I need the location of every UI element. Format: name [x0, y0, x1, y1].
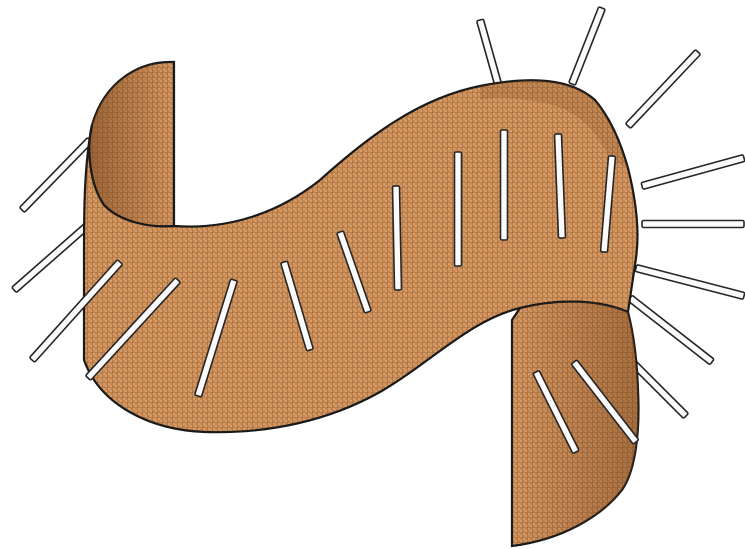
back-rod-6 — [641, 155, 745, 190]
front-rod-7 — [455, 152, 462, 266]
back-rod-4 — [569, 7, 606, 86]
back-rod-1 — [19, 138, 92, 213]
back-rod-2 — [12, 222, 91, 292]
back-rod-5 — [625, 50, 700, 129]
back-rod-8 — [635, 265, 745, 300]
back-rod-9 — [628, 295, 714, 365]
back-rod-7 — [642, 221, 744, 228]
front-rod-6 — [393, 186, 402, 290]
back-rod-3 — [477, 19, 502, 85]
front-rod-8 — [501, 130, 508, 240]
